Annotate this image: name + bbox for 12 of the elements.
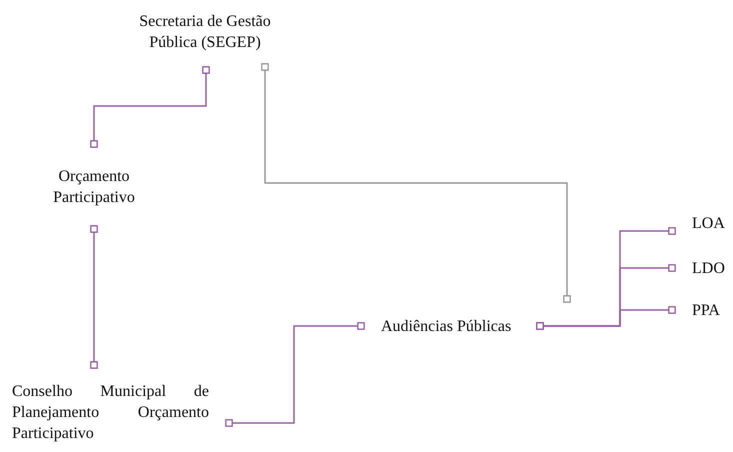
connector bbox=[90, 66, 210, 148]
connector bbox=[536, 306, 676, 330]
node-label: LOA bbox=[692, 214, 725, 234]
node-label: Audiências Públicas bbox=[381, 317, 512, 337]
node-label: Conselho Municipal de Planejamento Orçamento Participativo bbox=[12, 382, 209, 444]
connector bbox=[90, 225, 98, 369]
connector bbox=[261, 63, 571, 303]
node-label: Secretaria de Gestão Pública (SEGEP) bbox=[138, 12, 272, 53]
node-label: LDO bbox=[692, 258, 725, 278]
node-label: Orçamento Participativo bbox=[52, 166, 136, 208]
connector bbox=[225, 322, 365, 427]
node-label: PPA bbox=[692, 300, 720, 320]
